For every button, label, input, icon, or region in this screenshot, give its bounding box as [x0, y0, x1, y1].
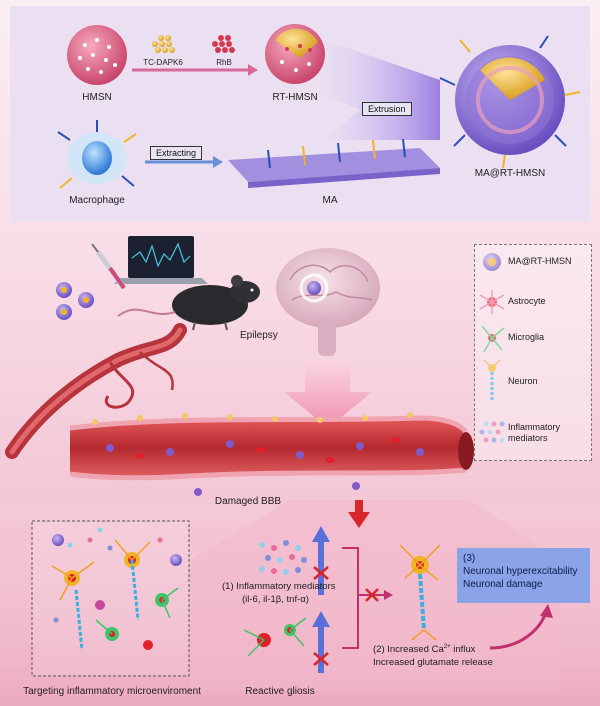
ma-rt-hmsn-nanoparticle — [439, 35, 581, 169]
blood-vessel-branch — [5, 323, 187, 459]
macrophage-cell — [57, 120, 137, 189]
reactive-gliosis-cells — [243, 617, 307, 657]
curved-arrow-head — [540, 604, 553, 618]
reactive-gliosis-label: Reactive gliosis — [245, 686, 315, 697]
hmsn-label: HMSN — [82, 92, 112, 103]
astrocyte-endfeet-row — [92, 412, 413, 425]
syringe-icon — [91, 243, 127, 290]
combine-bracket — [342, 547, 393, 649]
targeted-cells — [51, 527, 182, 651]
mediators-line-1: (1) Inflammatory mediators — [222, 581, 336, 592]
epileptic-mouse — [117, 275, 260, 331]
targeting-label: Targeting inflammatory microenviroment — [23, 686, 201, 697]
damaged-bbb-label: Damaged BBB — [214, 496, 282, 507]
mediators-line-2: (il-6, il-1β, tnf-α) — [242, 594, 309, 605]
inhibition-arrow-upper — [312, 526, 330, 595]
curved-arrow-to-result — [489, 611, 548, 650]
extracting-arrow — [145, 156, 223, 168]
ma-rt-hmsn-label: MA@RT-HMSN — [474, 168, 546, 179]
extrusion-label: Extrusion — [362, 102, 412, 116]
loading-arrow — [132, 64, 258, 76]
legend-icon-neuron — [483, 359, 501, 402]
eeg-laptop — [114, 236, 208, 284]
outcome-number: (3) — [463, 553, 476, 564]
epilepsy-label: Epilepsy — [240, 330, 278, 341]
rhb-label: RhB — [216, 58, 232, 67]
injected-nanoparticles — [56, 282, 94, 320]
legend-label-astrocyte: Astrocyte — [508, 296, 546, 306]
inhibition-arrow-lower — [312, 611, 330, 673]
brain-illustration — [276, 248, 380, 356]
escaping-nanoparticle — [194, 488, 202, 496]
outcome-box: (3) Neuronal hyperexcitability Neuronal … — [457, 548, 590, 603]
legend-icon-ma-rt-hmsn — [483, 253, 501, 271]
macrophage-label: Macrophage — [69, 195, 125, 206]
rt-hmsn-nanoparticle — [265, 24, 325, 84]
outcome-hyperexcitability: Neuronal hyperexcitability — [463, 566, 578, 577]
brain-to-vessel-arrow — [284, 360, 372, 428]
glutamate-release-line: Increased glutamate release — [373, 657, 493, 668]
legend-icon-microglia — [481, 325, 505, 353]
legend-label-inflammatory-mediators: Inflammatory mediators — [508, 422, 561, 443]
escaping-nanoparticle — [352, 482, 360, 490]
inflammatory-mediators-cluster — [259, 540, 307, 575]
legend-icon-inflammatory-mediators — [479, 421, 505, 443]
tc-dapk6-label: TC-DAPK6 — [143, 58, 183, 67]
red-down-arrow — [348, 500, 370, 528]
neuron-cell — [399, 544, 441, 641]
legend-label-microglia: Microglia — [508, 332, 545, 342]
legend-label-ma-rt-hmsn: MA@RT-HMSN — [508, 256, 572, 266]
damaged-bbb-vessel — [69, 415, 474, 481]
outcome-damage: Neuronal damage — [463, 579, 543, 590]
legend-icon-astrocyte — [479, 290, 505, 314]
calcium-influx-line: (2) Increased Ca2+ influx — [373, 644, 476, 656]
rt-hmsn-label: RT-HMSN — [272, 92, 318, 103]
legend-label-neuron: Neuron — [508, 376, 538, 386]
hmsn-nanoparticle — [67, 25, 127, 85]
rhb-molecules — [212, 35, 235, 53]
synthesis-panel — [10, 6, 590, 222]
extracting-label: Extracting — [150, 146, 203, 160]
ma-label: MA — [322, 195, 338, 206]
macrophage-membrane-sheet — [228, 138, 440, 188]
legend-box — [474, 244, 592, 461]
tc-dapk6-molecules — [152, 35, 175, 53]
